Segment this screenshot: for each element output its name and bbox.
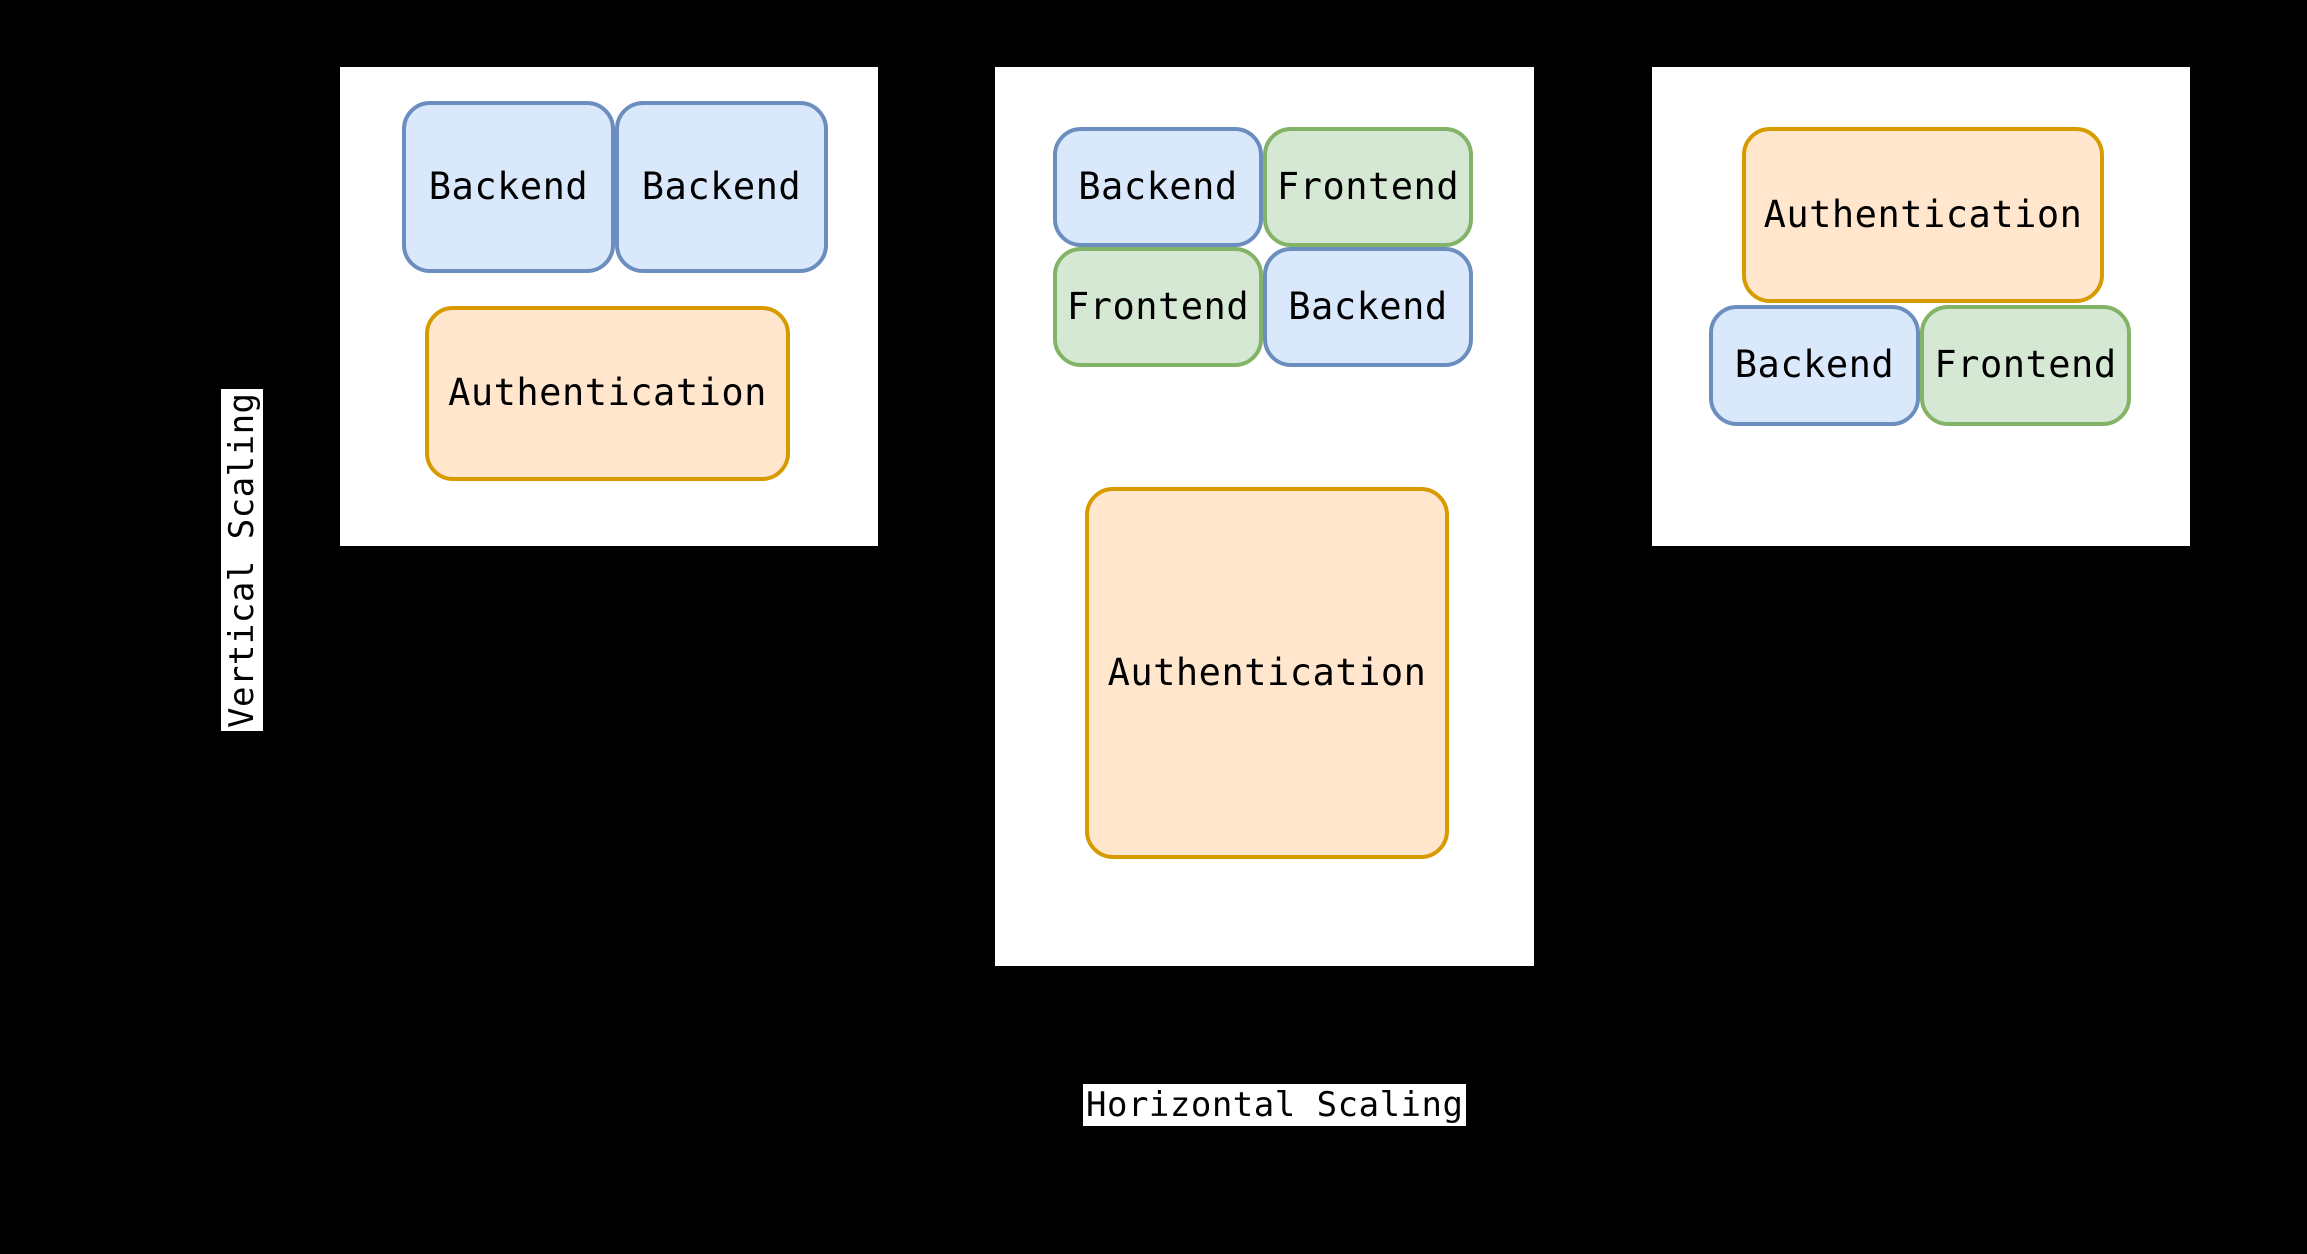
node-backend[interactable]: Backend: [615, 101, 828, 273]
node-frontend[interactable]: Frontend: [1053, 247, 1263, 367]
node-authentication[interactable]: Authentication: [1742, 127, 2104, 303]
node-backend[interactable]: Backend: [1053, 127, 1263, 247]
axis-label-horizontal-scaling: Horizontal Scaling: [1083, 1084, 1467, 1127]
node-frontend[interactable]: Frontend: [1920, 305, 2131, 426]
panel-one: Backend Backend Authentication: [340, 67, 878, 546]
axis-label-vertical-scaling: Vertical Scaling: [221, 389, 264, 731]
panel-two: Backend Frontend Frontend Backend Authen…: [995, 67, 1534, 966]
panel-three: Authentication Backend Frontend: [1652, 67, 2190, 546]
node-backend[interactable]: Backend: [1263, 247, 1473, 367]
node-backend[interactable]: Backend: [1709, 305, 1920, 426]
node-authentication[interactable]: Authentication: [425, 306, 790, 481]
node-frontend[interactable]: Frontend: [1263, 127, 1473, 247]
node-backend[interactable]: Backend: [402, 101, 615, 273]
node-authentication[interactable]: Authentication: [1085, 487, 1449, 859]
